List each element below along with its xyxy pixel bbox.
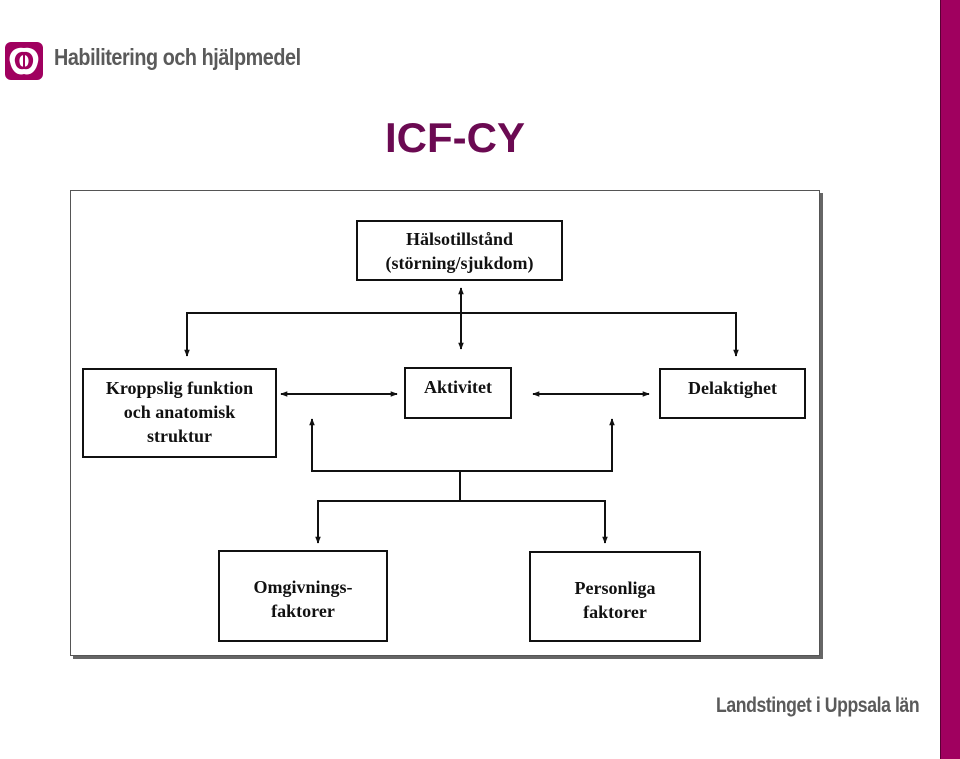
- right-accent-bar: [940, 0, 960, 759]
- connector-middle-bar: [309, 418, 615, 472]
- habilitering-logo-icon: [5, 42, 43, 80]
- header-organization-name: Habilitering och hjälpmedel: [54, 44, 301, 70]
- node-environmental-factors: Omgivnings- faktorer: [218, 550, 388, 642]
- node-participation: Delaktighet: [659, 368, 806, 419]
- icf-diagram: Hälsotillstånd (störning/sjukdom) Kropps…: [70, 190, 820, 656]
- connector-bottom-bar: [315, 500, 608, 544]
- node-activity: Aktivitet: [404, 367, 512, 419]
- slide-title: ICF-CY: [385, 114, 525, 161]
- node-body-function: Kroppslig funktion och anatomisk struktu…: [82, 368, 277, 458]
- footer-organization-name: Landstinget i Uppsala län: [716, 694, 920, 717]
- node-health-condition: Hälsotillstånd (störning/sjukdom): [356, 220, 563, 281]
- node-personal-factors: Personliga faktorer: [529, 551, 701, 642]
- diagram-connectors: [184, 287, 739, 544]
